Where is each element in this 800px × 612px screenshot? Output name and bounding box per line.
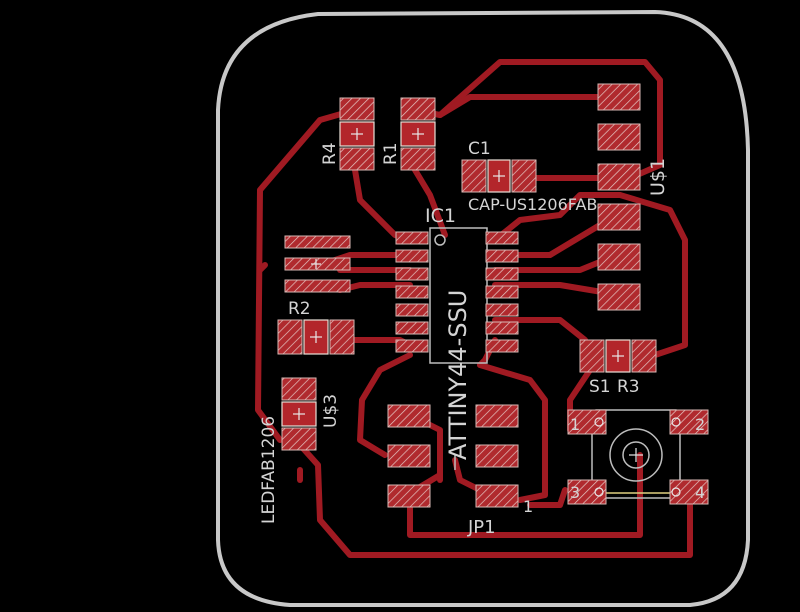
label-r2: R2 bbox=[288, 299, 311, 319]
label-r4: R4 bbox=[320, 142, 340, 165]
c1-pad-left bbox=[461, 159, 487, 193]
r1-pad-bottom bbox=[400, 147, 436, 171]
r2-pad-left bbox=[277, 319, 303, 355]
s1-pad-1 bbox=[567, 409, 607, 435]
label-cap: CAP-US1206FAB bbox=[468, 195, 597, 214]
label-jp1-pin1: 1 bbox=[523, 497, 533, 516]
label-s1-pin4: 4 bbox=[695, 483, 705, 502]
s1-pad-2 bbox=[669, 409, 709, 435]
label-c1: C1 bbox=[468, 139, 491, 159]
us1-pad-2 bbox=[597, 123, 641, 151]
c1-pad-right bbox=[511, 159, 537, 193]
label-s1: S1 bbox=[589, 377, 611, 397]
label-r1: R1 bbox=[381, 142, 401, 165]
label-s1-pin1: 1 bbox=[570, 415, 580, 434]
label-r3: R3 bbox=[617, 377, 640, 397]
label-us1: U$1 bbox=[647, 158, 669, 196]
us3-pad-top bbox=[281, 377, 317, 401]
label-s1-pin3: 3 bbox=[570, 483, 580, 502]
board-outline bbox=[216, 9, 750, 607]
label-ic1: IC1 bbox=[425, 205, 456, 227]
us1-pad-6 bbox=[597, 283, 641, 311]
r2-pad-right bbox=[329, 319, 355, 355]
r4-pad-top bbox=[339, 97, 375, 121]
us1-pad-1 bbox=[597, 83, 641, 111]
s1-pad-4 bbox=[669, 479, 709, 505]
r1-pad-top bbox=[400, 97, 436, 121]
us3-pad-bottom bbox=[281, 427, 317, 451]
r3-pad-left bbox=[579, 339, 605, 373]
r3-pad-right bbox=[631, 339, 657, 373]
origin-marks bbox=[293, 128, 681, 497]
label-ledfab: LEDFAB1206 bbox=[259, 416, 279, 524]
us1-pad-3 bbox=[597, 163, 641, 191]
label-us3: U$3 bbox=[321, 394, 341, 428]
label-attiny: ATTINY44-SSU bbox=[444, 290, 472, 460]
silkscreen-labels: R4 R1 C1 CAP-US1206FAB U$1 IC1 ATTINY44-… bbox=[259, 139, 705, 538]
label-s1-pin2: 2 bbox=[695, 415, 705, 434]
r4-pad-bottom bbox=[339, 147, 375, 171]
label-jp1: JP1 bbox=[467, 517, 496, 538]
us1-pad-4 bbox=[597, 203, 641, 231]
s1-pad-3 bbox=[567, 479, 607, 505]
us1-pad-5 bbox=[597, 243, 641, 271]
us3-body bbox=[281, 401, 317, 427]
